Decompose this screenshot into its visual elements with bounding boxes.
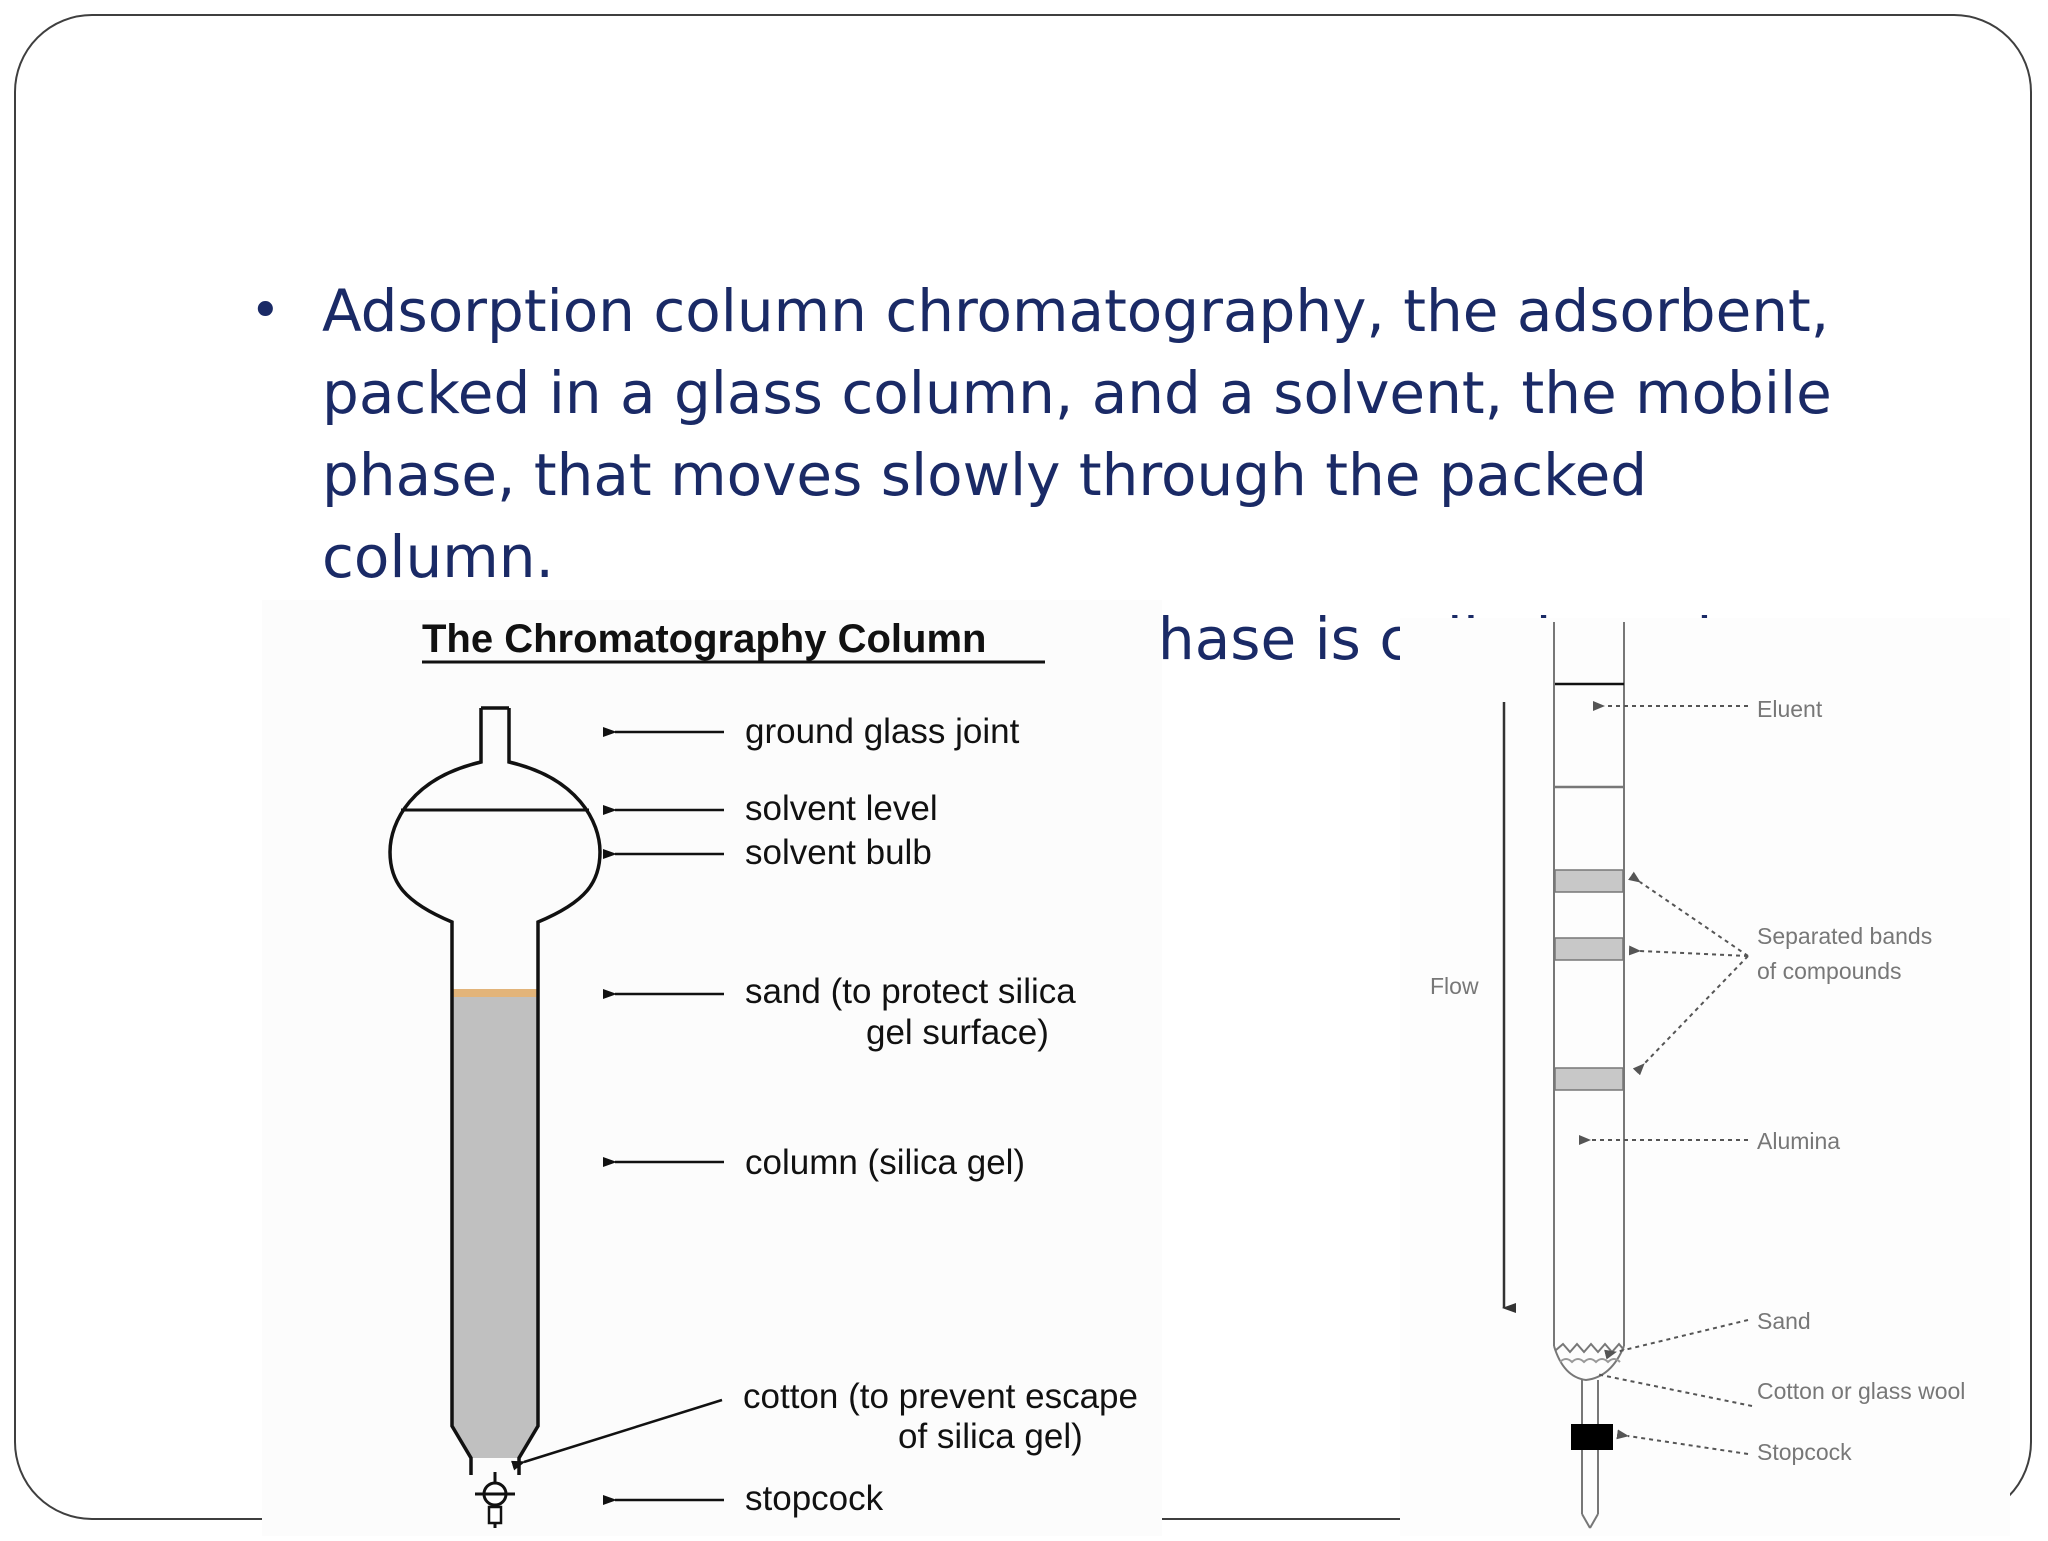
- label-sand-line2: gel surface): [866, 1013, 1049, 1052]
- label-stopcock: stopcock: [745, 1479, 884, 1518]
- label-cotton: Cotton or glass wool: [1757, 1378, 1965, 1404]
- label-alumina: Alumina: [1757, 1128, 1840, 1154]
- tube: [1553, 622, 1625, 1529]
- label-flow: Flow: [1430, 973, 1479, 999]
- arrow-sand: [1604, 1319, 1749, 1360]
- band-2: [1554, 937, 1624, 961]
- label-stopcock: Stopcock: [1757, 1439, 1852, 1465]
- cotton-plug: [1559, 1358, 1621, 1364]
- silica-gel-taper-fill: [452, 1426, 538, 1458]
- label-sand: Sand: [1757, 1308, 1811, 1334]
- stopcock-icon: [1571, 1424, 1613, 1450]
- arrow-band-2: [1628, 945, 1749, 957]
- label-cotton-line1: cotton (to prevent escape: [743, 1377, 1138, 1416]
- band-1: [1554, 869, 1624, 893]
- label-column: column (silica gel): [745, 1143, 1025, 1182]
- stopcock-icon: [475, 1472, 515, 1528]
- arrow-cotton: [511, 1398, 723, 1471]
- arrow-cotton: [1595, 1373, 1753, 1407]
- label-arrows: [511, 727, 724, 1505]
- band-3: [1554, 1067, 1624, 1091]
- silica-gel-fill: [452, 994, 538, 1426]
- sand-layer: [1555, 1342, 1625, 1354]
- label-solvent-bulb: solvent bulb: [745, 833, 932, 872]
- arrow-band-3: [1632, 955, 1749, 1076]
- label-ground-glass-joint: ground glass joint: [745, 712, 1020, 751]
- bullet-dot-icon: •: [250, 281, 281, 341]
- label-bands-line2: of compounds: [1757, 958, 1901, 984]
- chromatography-column-diagram: The Chromatography Column: [262, 600, 1162, 1536]
- separated-bands-diagram: Flow: [1400, 618, 2010, 1536]
- column-outline: [388, 706, 602, 1475]
- right-arrows: [1579, 701, 1753, 1455]
- label-bands-line1: Separated bands: [1757, 923, 1932, 949]
- label-solvent-level: solvent level: [745, 789, 938, 828]
- label-sand-line1: sand (to protect silica: [745, 972, 1076, 1011]
- arrow-band-1: [1628, 871, 1749, 957]
- label-cotton-line2: of silica gel): [898, 1417, 1083, 1456]
- diagram-title: The Chromatography Column: [422, 617, 986, 661]
- arrow-stopcock: [1616, 1429, 1749, 1455]
- label-eluent: Eluent: [1757, 696, 1823, 722]
- column-vessel: [388, 706, 602, 1528]
- sand-layer: [452, 989, 538, 997]
